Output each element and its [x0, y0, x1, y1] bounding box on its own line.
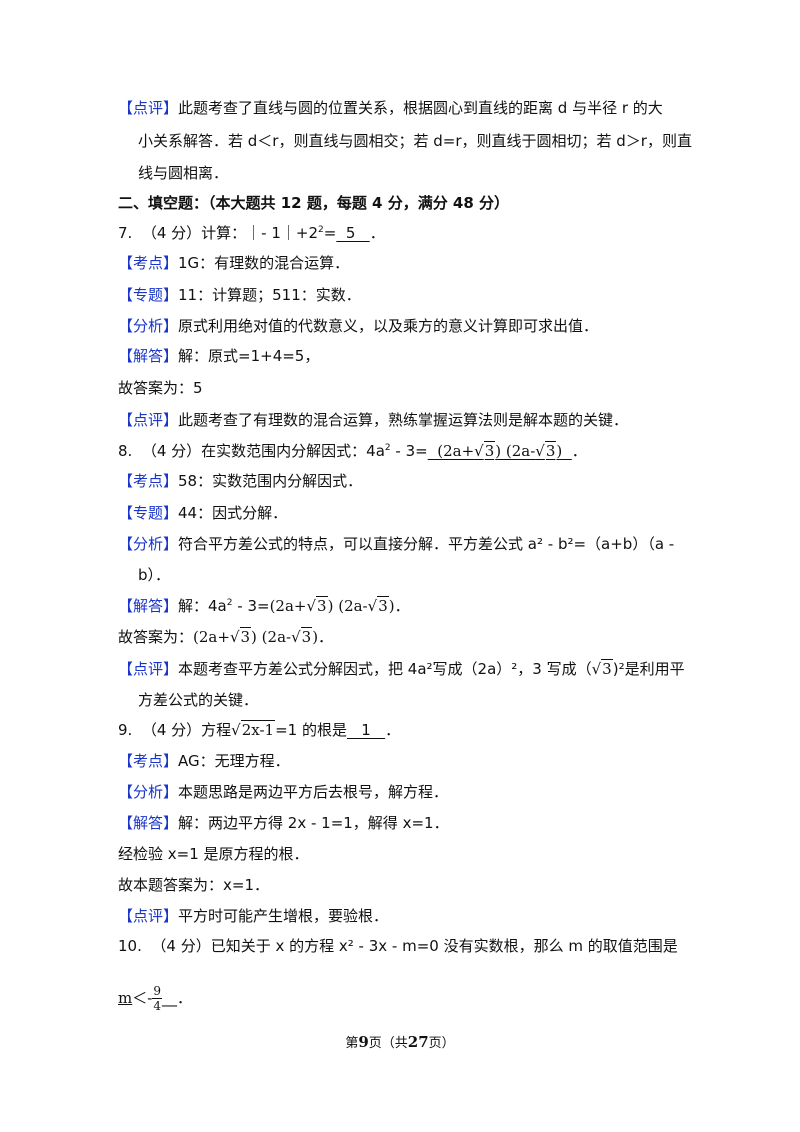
sqrt-expression: √3: [591, 659, 613, 678]
q8-comment-line-1: 【点评】本题考查平方差公式分解因式，把 4a²写成（2a）²，3 写成（√3)²…: [118, 659, 685, 678]
sqrt-expression: √3: [535, 441, 557, 460]
q10-stem: 10. （4 分）已知关于 x 的方程 x² - 3x - m=0 没有实数根，…: [118, 937, 678, 955]
topic-tag: 【专题】: [118, 286, 179, 304]
section-heading: 二、填空题：（本大题共 12 题，每题 4 分，满分 48 分）: [118, 194, 510, 212]
q8-analysis-line-1: 【分析】符合平方差公式的特点，可以直接分解．平方差公式 a² - b²=（a+b…: [118, 535, 675, 553]
prev-comment-line-3: 线与圆相离．: [138, 164, 229, 182]
sqrt-expression: √3: [306, 596, 328, 615]
point-tag: 【考点】: [118, 472, 179, 490]
analysis-tag: 【分析】: [118, 535, 179, 553]
point-tag: 【考点】: [118, 752, 179, 770]
q7-solution: 【解答】解：原式=1+4=5，: [118, 347, 320, 365]
q7-point: 【考点】1G：有理数的混合运算．: [118, 254, 350, 272]
q8-topic: 【专题】44：因式分解．: [118, 504, 288, 522]
sqrt-expression: √3: [474, 441, 496, 460]
q9-check: 经检验 x=1 是原方程的根．: [118, 845, 309, 863]
sqrt-expression: √3: [367, 596, 389, 615]
q9-comment: 【点评】平方时可能产生增根，要验根．: [118, 907, 389, 925]
q8-stem: 8. （4 分）在实数范围内分解因式：4a2 - 3= (2a+√3) (2a-…: [118, 441, 587, 460]
topic-tag: 【专题】: [118, 504, 179, 522]
page-footer: 第9页（共27页）: [345, 1033, 455, 1051]
q7-stem: 7. （4 分）计算：｜- 1｜+22= 5 ．: [118, 224, 385, 242]
solution-tag: 【解答】: [118, 347, 179, 365]
q9-stem: 9. （4 分）方程√2x-1=1 的根是 1 ．: [118, 720, 401, 739]
sqrt-expression: √3: [229, 627, 252, 646]
q8-answer-blank: (2a+√3) (2a-√3): [427, 441, 572, 460]
point-tag: 【考点】: [118, 254, 179, 272]
q9-answer-blank: 1: [346, 721, 386, 739]
q7-analysis: 【分析】原式利用绝对值的代数意义，以及乘方的意义计算即可求出值．: [118, 317, 599, 335]
analysis-tag: 【分析】: [118, 783, 179, 801]
comment-tag: 【点评】: [118, 411, 179, 429]
q7-topic: 【专题】11：计算题；511：实数．: [118, 286, 361, 304]
q8-solution: 【解答】解：4a2 - 3=(2a+√3) (2a-√3)．: [118, 596, 410, 615]
comment-tag: 【点评】: [118, 99, 179, 117]
q8-final: 故答案为：(2a+√3) (2a-√3)．: [118, 627, 334, 646]
q7-final: 故答案为：5: [118, 379, 203, 397]
q8-comment-line-2: 方差公式的关键．: [138, 691, 259, 709]
q9-analysis: 【分析】本题思路是两边平方后去根号，解方程．: [118, 783, 449, 801]
q7-comment: 【点评】此题考查了有理数的混合运算，熟练掌握运算法则是解本题的关键．: [118, 411, 629, 429]
q9-solution: 【解答】解：两边平方得 2x - 1=1，解得 x=1．: [118, 814, 449, 832]
solution-tag: 【解答】: [118, 814, 179, 832]
prev-comment-line-2: 小关系解答．若 d＜r，则直线与圆相交；若 d=r，则直线于圆相切；若 d＞r，…: [138, 132, 692, 150]
q9-final: 故本题答案为：x=1．: [118, 876, 269, 894]
sqrt-expression: √2x-1: [231, 720, 276, 739]
sqrt-expression: √3: [291, 627, 313, 646]
analysis-tag: 【分析】: [118, 317, 179, 335]
solution-tag: 【解答】: [118, 597, 179, 615]
q7-answer-blank: 5: [336, 224, 370, 242]
q8-analysis-line-2: b）．: [138, 566, 171, 584]
comment-tag: 【点评】: [118, 660, 179, 678]
comment-tag: 【点评】: [118, 907, 179, 925]
prev-comment-line-1: 【点评】此题考查了直线与圆的位置关系，根据圆心到直线的距离 d 与半径 r 的大: [118, 99, 663, 117]
q9-point: 【考点】AG：无理方程．: [118, 752, 290, 770]
q8-point: 【考点】58：实数范围内分解因式．: [118, 472, 363, 490]
